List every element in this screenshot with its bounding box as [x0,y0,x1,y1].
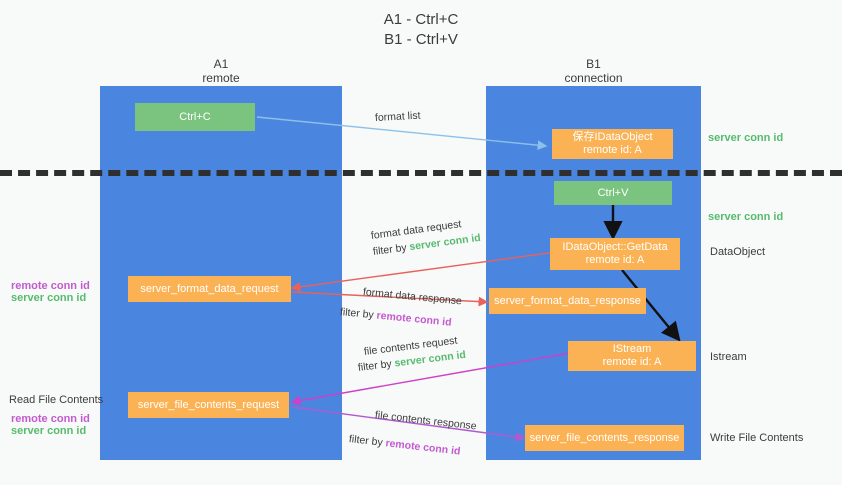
box-server-format-data-request[interactable]: server_format_data_request [128,276,291,302]
label-remote-conn-id-lower: remote conn id [11,413,90,425]
label-remote-conn-id-upper: remote conn id [11,280,90,292]
filter-prefix: filter by [357,357,396,374]
column-b1-sub: connection [564,71,623,85]
box-ctrl-c-label: Ctrl+C [179,110,211,123]
box-ctrl-c[interactable]: Ctrl+C [135,103,255,131]
label-istream: Istream [710,351,747,363]
box-server-format-data-response-label: server_format_data_response [494,294,641,307]
filter-prefix: filter by [348,433,387,450]
filter-prefix: filter by [339,306,378,322]
box-server-format-data-request-label: server_format_data_request [140,282,279,295]
column-header-a1: A1 remote [100,57,342,85]
filter-value-remote-conn-id: remote conn id [376,309,453,329]
box-server-file-contents-request[interactable]: server_file_contents_request [128,392,289,418]
label-dataobject: DataObject [710,246,766,258]
page-title: A1 - Ctrl+C B1 - Ctrl+V [0,10,842,50]
title-line-2: B1 - Ctrl+V [384,31,458,48]
label-server-conn-id-lower: server conn id [11,425,87,437]
box-save-idataobject-line1: 保存IDataObject [572,131,653,143]
box-istream-line2: remote id: A [602,356,662,368]
edge-label-file-contents-response-filter: filter by remote conn id [348,432,461,459]
box-ctrl-v[interactable]: Ctrl+V [554,181,672,205]
edge-label-format-list: format list [374,109,421,124]
box-getdata-line2: remote id: A [585,254,645,266]
edge-label-format-data-response-filter: filter by remote conn id [339,305,452,330]
box-server-file-contents-request-label: server_file_contents_request [137,398,280,411]
box-server-file-contents-response-label: server_file_contents_response [529,431,680,444]
box-save-idataobject-line2: remote id: A [583,144,642,156]
filter-value-remote-conn-id: remote conn id [384,437,461,458]
box-server-format-data-response[interactable]: server_format_data_response [489,288,646,314]
box-save-idataobject[interactable]: 保存IDataObject remote id: A [552,129,673,159]
label-server-conn-id-top: server conn id [708,132,784,144]
box-getdata-line1: IDataObject::GetData [562,241,668,253]
label-server-conn-id-second: server conn id [708,211,784,223]
column-b1-name: B1 [586,57,601,71]
column-a1-sub: remote [202,71,240,85]
box-ctrl-v-label: Ctrl+V [597,186,629,199]
column-header-b1: B1 connection [486,57,701,85]
box-istream[interactable]: IStream remote id: A [568,341,696,371]
box-getdata[interactable]: IDataObject::GetData remote id: A [550,238,680,270]
column-a1-name: A1 [213,57,229,71]
title-line-1: A1 - Ctrl+C [383,11,459,28]
label-read-file-contents: Read File Contents [9,394,104,406]
edge-label-file-contents-response: file contents response [374,409,478,433]
box-istream-line1: IStream [612,343,652,355]
label-write-file-contents: Write File Contents [710,432,804,444]
edge-label-format-data-response: format data response [362,286,463,308]
filter-prefix: filter by [372,241,411,258]
label-server-conn-id-upper: server conn id [11,292,87,304]
phase-divider [0,170,842,176]
box-server-file-contents-response[interactable]: server_file_contents_response [525,425,684,451]
